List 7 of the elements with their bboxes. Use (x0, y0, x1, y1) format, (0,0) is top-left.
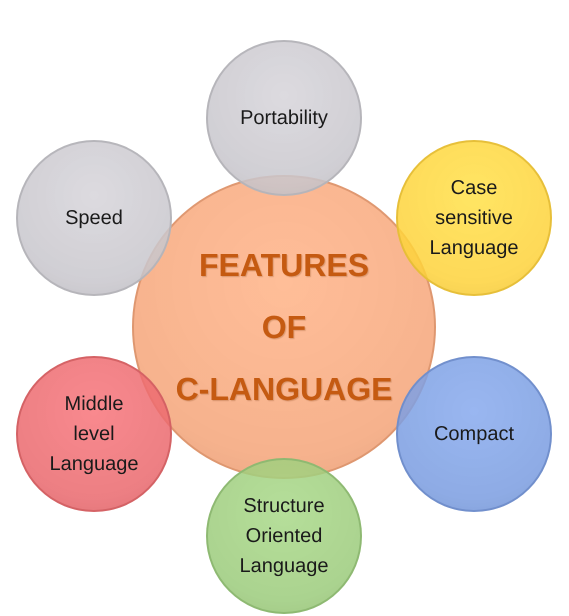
feature-label: Structure Oriented Language (238, 494, 330, 579)
feature-label: Middle level Language (48, 392, 140, 477)
feature-label: Compact (432, 422, 516, 447)
feature-label: Speed (64, 206, 124, 231)
feature-label: Portability (239, 106, 329, 131)
topic-heading: FEATURES OF C-LANGUAGE (174, 246, 394, 409)
feature-label: Case sensitive Language (428, 176, 520, 261)
